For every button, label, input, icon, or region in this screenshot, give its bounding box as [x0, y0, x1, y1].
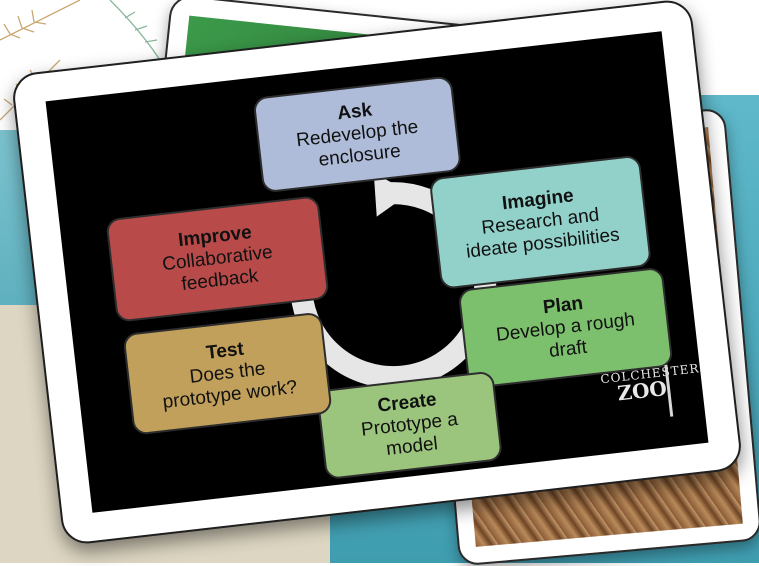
photo-card-main: Ask Redevelop the enclosure Imagine Rese…	[10, 0, 744, 547]
design-cycle-slide: Ask Redevelop the enclosure Imagine Rese…	[45, 31, 709, 513]
colchester-zoo-logo: COLCHESTER ZOO	[600, 361, 700, 432]
box-imagine: Imagine Research and ideate possibilitie…	[428, 154, 653, 290]
box-plan-line: draft	[547, 336, 589, 362]
box-create-line: model	[385, 433, 439, 461]
